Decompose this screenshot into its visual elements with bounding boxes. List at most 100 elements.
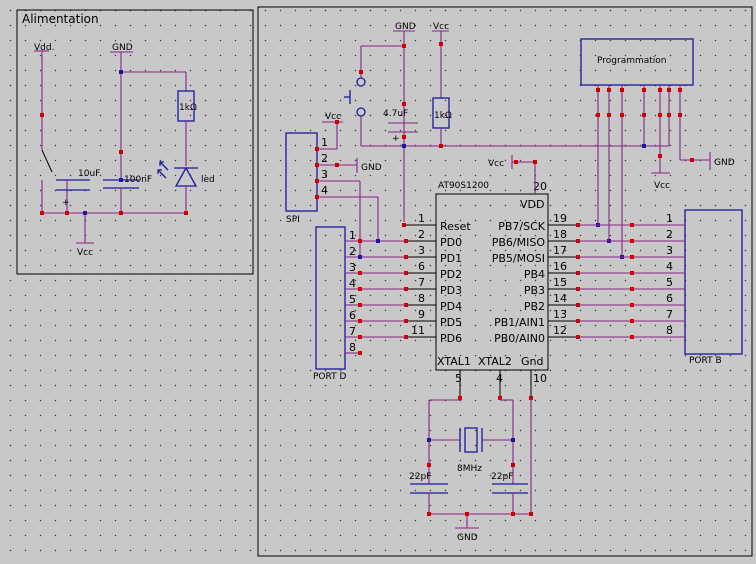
svg-text:2: 2 bbox=[349, 245, 356, 258]
reset-resistor-label: 1kΩ bbox=[434, 111, 452, 121]
svg-text:4: 4 bbox=[349, 277, 356, 290]
mcu-body bbox=[435, 193, 549, 371]
svg-text:3: 3 bbox=[321, 168, 328, 181]
mcu-name: AT90S1200 bbox=[438, 181, 489, 191]
svg-text:PD2: PD2 bbox=[440, 268, 462, 281]
crystal-circuit: 8MHz 22pF 22pF GND bbox=[409, 398, 533, 543]
svg-text:+: + bbox=[392, 134, 400, 144]
crystal-icon bbox=[464, 427, 478, 453]
power-supply-frame bbox=[16, 9, 254, 275]
port-b-box bbox=[684, 209, 743, 355]
svg-text:PD5: PD5 bbox=[440, 316, 462, 329]
led-label: led bbox=[201, 175, 215, 185]
programmer-box bbox=[580, 38, 694, 86]
port-d-name: PORT D bbox=[313, 372, 346, 382]
mcu-chip: AT90S1200 VDD 20 Vcc 1 2 3 6 7 8 9 11 Re… bbox=[404, 155, 580, 400]
svg-text:PB1/AIN1: PB1/AIN1 bbox=[494, 316, 545, 329]
svg-text:+: + bbox=[62, 198, 70, 208]
svg-text:1: 1 bbox=[349, 229, 356, 242]
reset-circuit: GND Vcc 4.7uF + 1kΩ Programmation GND bbox=[344, 22, 735, 259]
svg-text:1: 1 bbox=[321, 136, 328, 149]
svg-text:XTAL2: XTAL2 bbox=[478, 355, 512, 368]
svg-text:6: 6 bbox=[418, 260, 425, 273]
svg-text:12: 12 bbox=[553, 324, 567, 337]
svg-text:PB5/MOSI: PB5/MOSI bbox=[492, 252, 545, 265]
spi-name: SPI bbox=[286, 215, 300, 225]
svg-text:PD6: PD6 bbox=[440, 332, 462, 345]
reset-cap-label: 4.7uF bbox=[383, 109, 408, 119]
svg-text:7: 7 bbox=[418, 276, 425, 289]
svg-text:PB4: PB4 bbox=[524, 268, 545, 281]
programmer-title: Programmation bbox=[597, 56, 667, 66]
svg-text:14: 14 bbox=[553, 292, 567, 305]
svg-text:PB2: PB2 bbox=[524, 300, 545, 313]
ps-resistor-label: 1kΩ bbox=[179, 103, 197, 113]
crystal-cap2-label: 22pF bbox=[491, 472, 513, 482]
svg-text:Reset: Reset bbox=[440, 220, 471, 233]
svg-text:Gnd: Gnd bbox=[521, 355, 543, 368]
svg-text:18: 18 bbox=[553, 228, 567, 241]
svg-text:11: 11 bbox=[411, 324, 425, 337]
svg-text:5: 5 bbox=[455, 372, 462, 385]
programmer-gnd-label: GND bbox=[714, 158, 735, 168]
svg-text:2: 2 bbox=[321, 152, 328, 165]
crystal-gnd-label: GND bbox=[457, 533, 478, 543]
svg-text:13: 13 bbox=[553, 308, 567, 321]
svg-text:9: 9 bbox=[418, 308, 425, 321]
svg-text:PB6/MISO: PB6/MISO bbox=[492, 236, 546, 249]
cap-10uf-label: 10uF bbox=[78, 169, 100, 179]
svg-text:PD4: PD4 bbox=[440, 300, 462, 313]
power-supply-title: Alimentation bbox=[22, 12, 99, 26]
svg-text:3: 3 bbox=[666, 244, 673, 257]
ps-vcc-label: Vcc bbox=[77, 248, 93, 258]
svg-text:2: 2 bbox=[418, 228, 425, 241]
svg-text:PB0/AIN0: PB0/AIN0 bbox=[494, 332, 545, 345]
svg-text:4: 4 bbox=[321, 184, 328, 197]
power-supply-circuit: Vdd. GND 1kΩ led 10uF + 100nF bbox=[34, 43, 215, 258]
svg-text:PD1: PD1 bbox=[440, 252, 462, 265]
svg-text:1: 1 bbox=[418, 212, 425, 225]
ps-gnd-label: GND bbox=[112, 43, 133, 53]
svg-text:7: 7 bbox=[349, 325, 356, 338]
svg-text:8: 8 bbox=[418, 292, 425, 305]
svg-text:8: 8 bbox=[349, 341, 356, 354]
svg-text:15: 15 bbox=[553, 276, 567, 289]
spi-vcc-label: Vcc bbox=[325, 112, 341, 122]
mcu-vdd-pin: 20 bbox=[533, 180, 547, 193]
svg-text:16: 16 bbox=[553, 260, 567, 273]
svg-text:1: 1 bbox=[666, 212, 673, 225]
crystal-freq-label: 8MHz bbox=[457, 464, 482, 474]
svg-text:6: 6 bbox=[349, 309, 356, 322]
svg-text:8: 8 bbox=[666, 324, 673, 337]
port-d-box bbox=[315, 226, 346, 370]
mcu-vdd-label: VDD bbox=[520, 198, 544, 211]
port-b-connector: PORT B 1 2 3 4 5 6 7 8 bbox=[578, 209, 743, 366]
svg-text:PD3: PD3 bbox=[440, 284, 462, 297]
spi-connector: SPI 1 2 3 4 Vcc GND bbox=[285, 112, 382, 257]
svg-text:17: 17 bbox=[553, 244, 567, 257]
svg-text:PB7/SCK: PB7/SCK bbox=[498, 220, 546, 233]
svg-text:2: 2 bbox=[666, 228, 673, 241]
svg-text:PD0: PD0 bbox=[440, 236, 462, 249]
spi-box bbox=[285, 132, 318, 212]
cap-100nf-label: 100nF bbox=[124, 175, 152, 185]
reset-vcc-label: Vcc bbox=[433, 22, 449, 32]
programmer-vcc-label: Vcc bbox=[654, 181, 670, 191]
main-circuit-frame bbox=[257, 6, 753, 557]
svg-text:3: 3 bbox=[418, 244, 425, 257]
led-icon bbox=[174, 166, 198, 187]
port-d-connector: PORT D 1 2 3 4 5 6 7 8 bbox=[313, 226, 406, 382]
mcu-vcc-label: Vcc bbox=[488, 159, 504, 169]
svg-text:XTAL1: XTAL1 bbox=[437, 355, 471, 368]
svg-text:6: 6 bbox=[666, 292, 673, 305]
vdd-label: Vdd. bbox=[34, 43, 54, 53]
spi-gnd-label: GND bbox=[361, 163, 382, 173]
svg-text:5: 5 bbox=[349, 293, 356, 306]
reset-gnd-label: GND bbox=[395, 22, 416, 32]
svg-text:PB3: PB3 bbox=[524, 284, 545, 297]
svg-text:10: 10 bbox=[533, 372, 547, 385]
svg-text:5: 5 bbox=[666, 276, 673, 289]
port-b-name: PORT B bbox=[689, 356, 722, 366]
